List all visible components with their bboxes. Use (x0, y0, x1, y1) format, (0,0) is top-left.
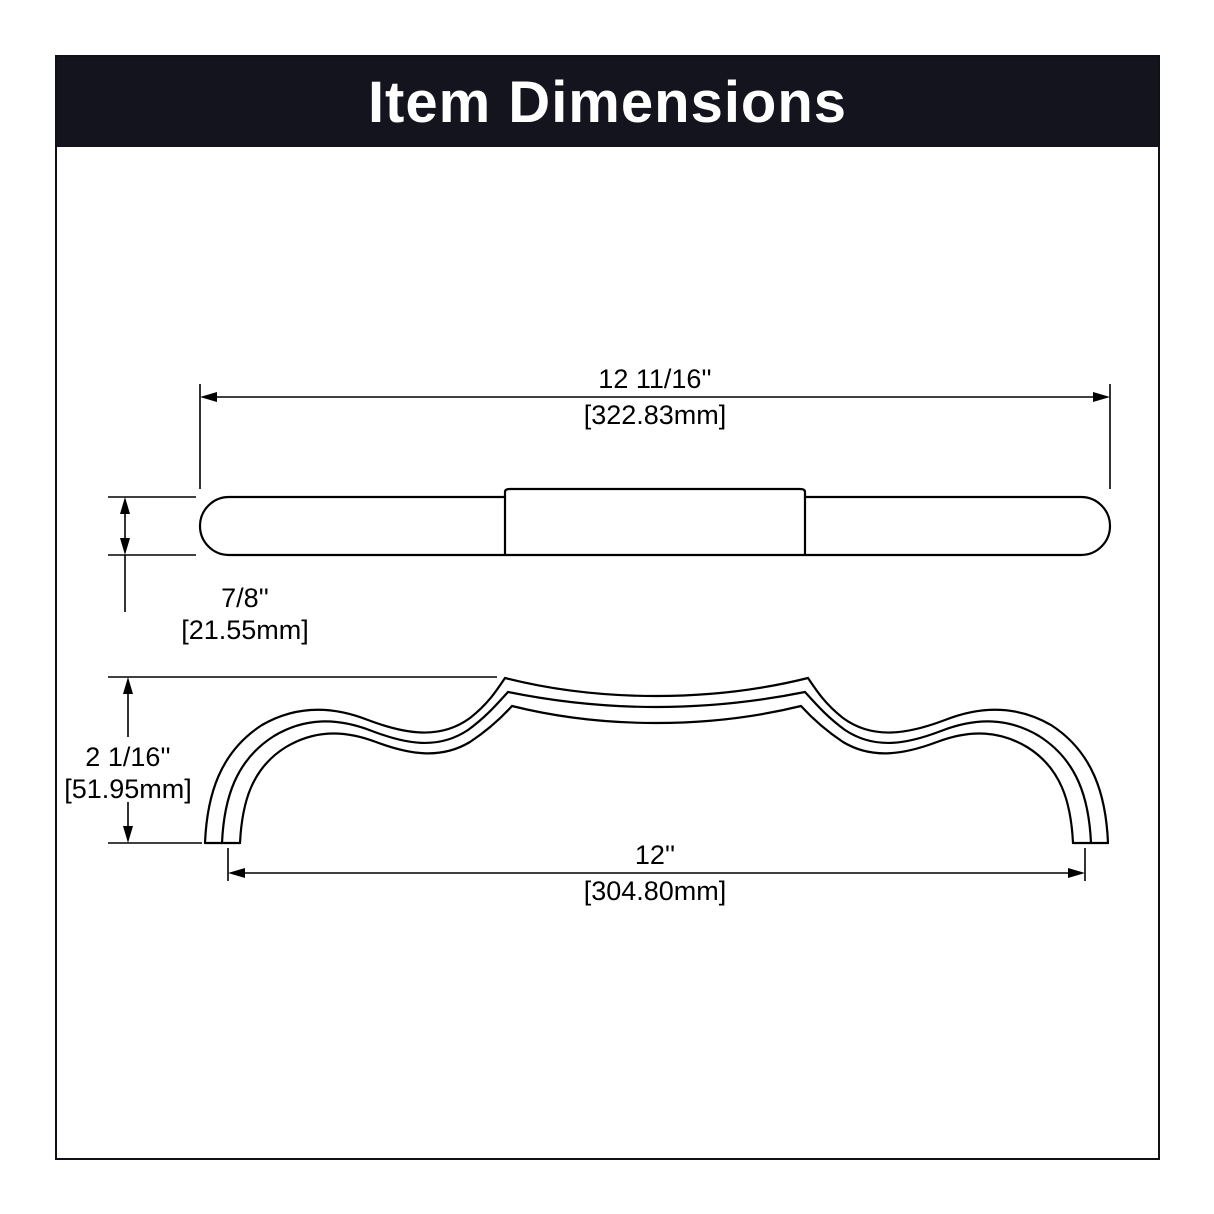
height-inches-label: 7/8'' (221, 583, 269, 613)
arrowhead-up (123, 677, 133, 694)
top-view (198, 487, 1112, 557)
side-view (203, 676, 1110, 845)
length-mm-label: [322.83mm] (584, 400, 727, 430)
side-height-inches-label: 2 1/16'' (85, 742, 170, 772)
arrowhead-left (228, 868, 245, 878)
side-view-middle-curve (220, 690, 1093, 845)
arrowhead-down (123, 826, 133, 843)
title-bar: Item Dimensions (57, 57, 1158, 147)
side-view-outer-curve (203, 676, 1110, 845)
top-height-dimension: 7/8'' [21.55mm] (108, 496, 309, 645)
side-height-dimension: 2 1/16'' [51.95mm] (64, 676, 497, 844)
side-height-mm-label: [51.95mm] (64, 774, 192, 804)
page-title: Item Dimensions (367, 69, 848, 135)
arrowhead-down (120, 538, 130, 555)
side-width-dimension: 12'' [304.80mm] (227, 840, 1086, 906)
width-mm-label: [304.80mm] (584, 876, 727, 906)
length-inches-label: 12 11/16'' (598, 364, 711, 394)
page-border: Item Dimensions (55, 55, 1160, 1160)
arrowhead-up (120, 497, 130, 514)
side-view-bottom-curve (238, 704, 1075, 845)
height-mm-label: [21.55mm] (181, 615, 309, 645)
arrowhead-right (1068, 868, 1085, 878)
arrowhead-right (1093, 392, 1110, 402)
arrowhead-left (200, 392, 217, 402)
top-view-handle-outline (198, 487, 1112, 557)
width-inches-label: 12'' (635, 840, 675, 870)
top-length-dimension: 12 11/16'' [322.83mm] (199, 364, 1111, 489)
